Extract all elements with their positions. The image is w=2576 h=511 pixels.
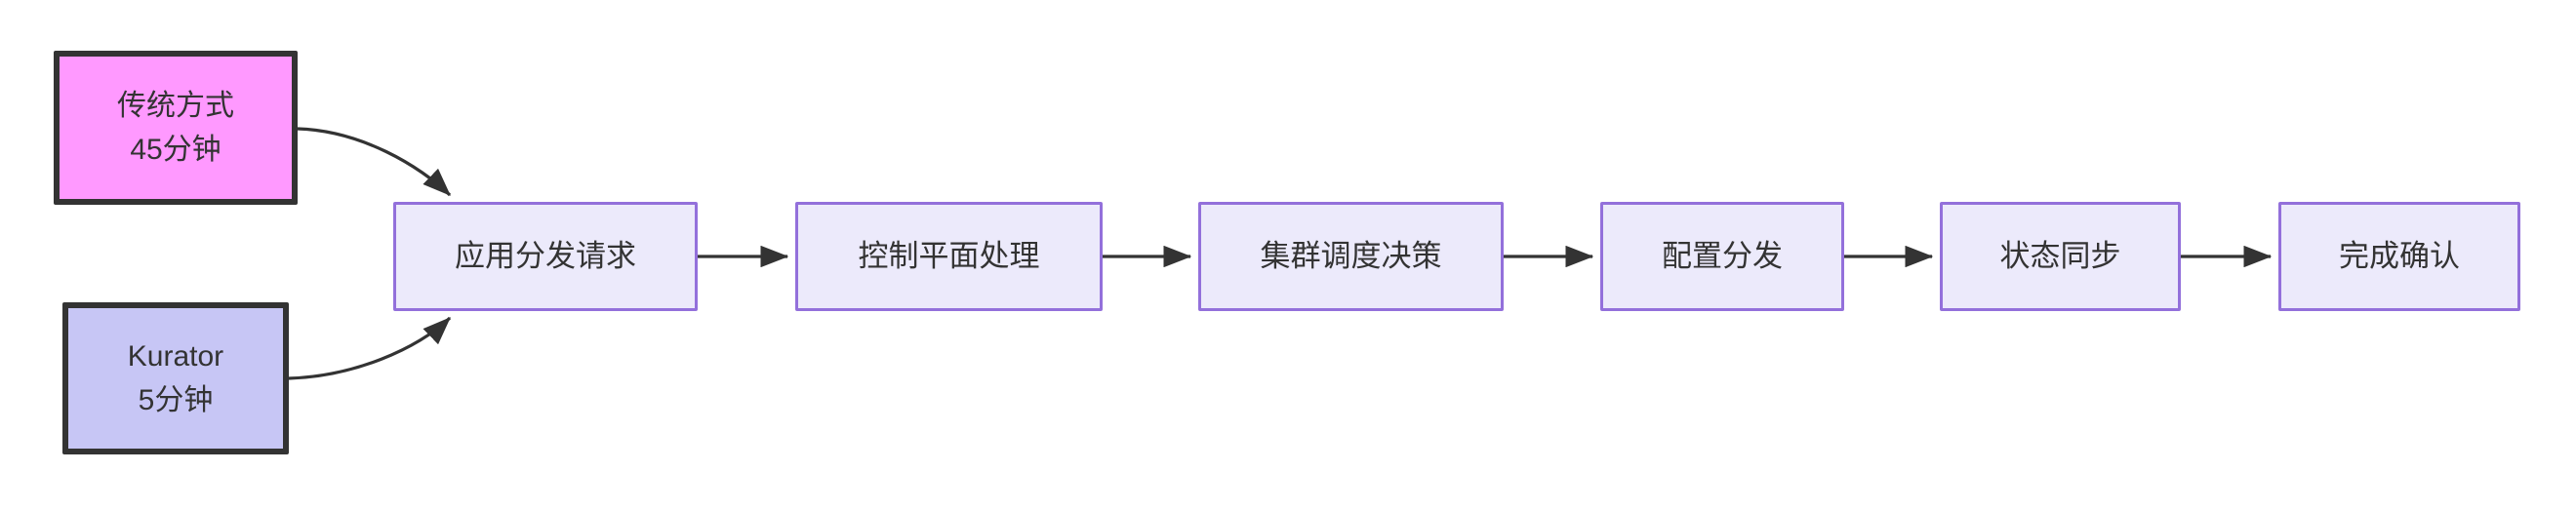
node-step-1-label: 应用分发请求 bbox=[455, 238, 636, 273]
node-traditional-line-2: 45分钟 bbox=[130, 134, 221, 166]
node-kurator-line-1: Kurator bbox=[127, 340, 224, 373]
node-traditional[interactable]: 传统方式 45分钟 bbox=[54, 51, 298, 205]
node-step-5[interactable]: 状态同步 bbox=[1940, 202, 2181, 311]
node-step-4-label: 配置分发 bbox=[1662, 238, 1783, 273]
node-step-3[interactable]: 集群调度决策 bbox=[1198, 202, 1504, 311]
node-step-3-label: 集群调度决策 bbox=[1260, 238, 1442, 273]
node-step-5-label: 状态同步 bbox=[1999, 238, 2121, 273]
node-step-2[interactable]: 控制平面处理 bbox=[795, 202, 1103, 311]
node-step-2-label: 控制平面处理 bbox=[858, 238, 1040, 273]
node-kurator-line-2: 5分钟 bbox=[138, 384, 214, 416]
edge-kurator-to-step1 bbox=[288, 316, 452, 380]
node-step-4[interactable]: 配置分发 bbox=[1600, 202, 1844, 311]
node-kurator[interactable]: Kurator 5分钟 bbox=[62, 302, 289, 454]
node-step-6[interactable]: 完成确认 bbox=[2278, 202, 2520, 311]
node-step-1[interactable]: 应用分发请求 bbox=[393, 202, 698, 311]
node-step-6-label: 完成确认 bbox=[2339, 238, 2460, 273]
edge-traditional-to-step1 bbox=[297, 127, 452, 197]
node-traditional-line-1: 传统方式 bbox=[117, 90, 234, 122]
